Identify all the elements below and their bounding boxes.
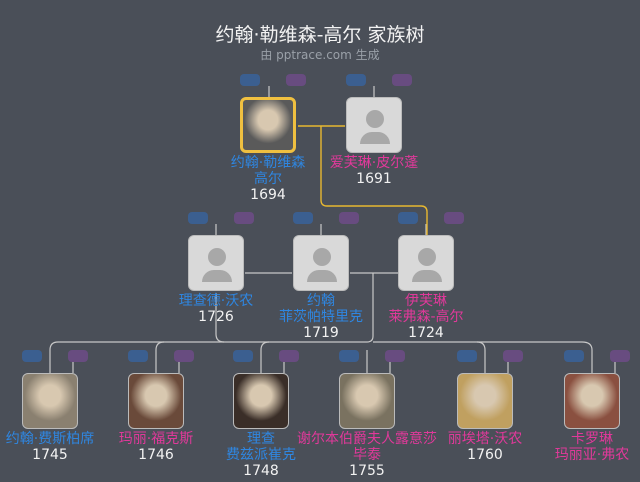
person-name2: 莱弗森-高尔 <box>388 309 464 325</box>
page-title: 约翰·勒维森-高尔 家族树 <box>215 24 425 46</box>
add-father-button[interactable] <box>457 350 477 362</box>
person-year: 1719 <box>303 325 339 341</box>
person-name: 理查 <box>247 431 275 447</box>
avatar-node-p3[interactable] <box>293 235 349 291</box>
add-father-button[interactable] <box>564 350 584 362</box>
person-name2: 高尔 <box>254 171 282 187</box>
add-father-button[interactable] <box>240 74 260 86</box>
person-silhouette-icon <box>307 270 337 282</box>
person-silhouette-icon <box>313 248 331 266</box>
person-silhouette-icon <box>366 110 384 128</box>
portrait-node-p0[interactable] <box>240 97 296 153</box>
add-father-button[interactable] <box>346 74 366 86</box>
person-year: 1694 <box>250 187 286 203</box>
person-name: 伊芙琳 <box>405 293 447 309</box>
person-year: 1724 <box>408 325 444 341</box>
portrait-node-p8[interactable] <box>339 373 395 429</box>
add-father-button[interactable] <box>22 350 42 362</box>
person-silhouette-icon <box>412 270 442 282</box>
person-name: 丽埃塔·沃农 <box>447 431 523 447</box>
add-mother-button[interactable] <box>286 74 306 86</box>
person-name: 谢尔本伯爵夫人露意莎 <box>297 431 437 447</box>
person-year: 1748 <box>243 463 279 479</box>
portrait-node-p6[interactable] <box>128 373 184 429</box>
person-name: 约翰 <box>307 293 335 309</box>
person-name: 玛丽·福克斯 <box>118 431 194 447</box>
person-name: 约翰·费斯柏席 <box>5 431 95 447</box>
person-name: 爱芙琳·皮尔蓬 <box>329 155 419 171</box>
person-year: 1745 <box>32 447 68 463</box>
person-name2: 毕泰 <box>353 447 381 463</box>
add-mother-button[interactable] <box>503 350 523 362</box>
person-name2: 玛丽亚·弗农 <box>554 447 630 463</box>
add-mother-button[interactable] <box>392 74 412 86</box>
person-name: 约翰·勒维森 <box>230 155 306 171</box>
person-year: 1726 <box>198 309 234 325</box>
avatar-node-p2[interactable] <box>188 235 244 291</box>
person-name: 卡罗琳 <box>571 431 613 447</box>
add-father-button[interactable] <box>339 350 359 362</box>
portrait-node-p10[interactable] <box>564 373 620 429</box>
add-mother-button[interactable] <box>444 212 464 224</box>
add-father-button[interactable] <box>188 212 208 224</box>
avatar-node-p1[interactable] <box>346 97 402 153</box>
person-silhouette-icon <box>208 248 226 266</box>
add-mother-button[interactable] <box>385 350 405 362</box>
person-year: 1746 <box>138 447 174 463</box>
add-mother-button[interactable] <box>610 350 630 362</box>
add-mother-button[interactable] <box>279 350 299 362</box>
person-silhouette-icon <box>202 270 232 282</box>
portrait-node-p7[interactable] <box>233 373 289 429</box>
person-label: 卡罗琳玛丽亚·弗农 <box>527 431 640 463</box>
person-silhouette-icon <box>360 132 390 144</box>
page-subtitle: 由 pptrace.com 生成 <box>260 48 380 62</box>
person-year: 1691 <box>356 171 392 187</box>
person-name2: 菲茨帕特里克 <box>279 309 363 325</box>
person-year: 1755 <box>349 463 385 479</box>
person-silhouette-icon <box>418 248 436 266</box>
add-mother-button[interactable] <box>339 212 359 224</box>
add-mother-button[interactable] <box>174 350 194 362</box>
person-name2: 费兹派崔克 <box>226 447 296 463</box>
portrait-node-p9[interactable] <box>457 373 513 429</box>
add-mother-button[interactable] <box>68 350 88 362</box>
person-name: 理查德·沃农 <box>178 293 254 309</box>
portrait-node-p5[interactable] <box>22 373 78 429</box>
add-father-button[interactable] <box>398 212 418 224</box>
avatar-node-p4[interactable] <box>398 235 454 291</box>
add-father-button[interactable] <box>128 350 148 362</box>
person-year: 1760 <box>467 447 503 463</box>
add-father-button[interactable] <box>233 350 253 362</box>
add-father-button[interactable] <box>293 212 313 224</box>
add-mother-button[interactable] <box>234 212 254 224</box>
